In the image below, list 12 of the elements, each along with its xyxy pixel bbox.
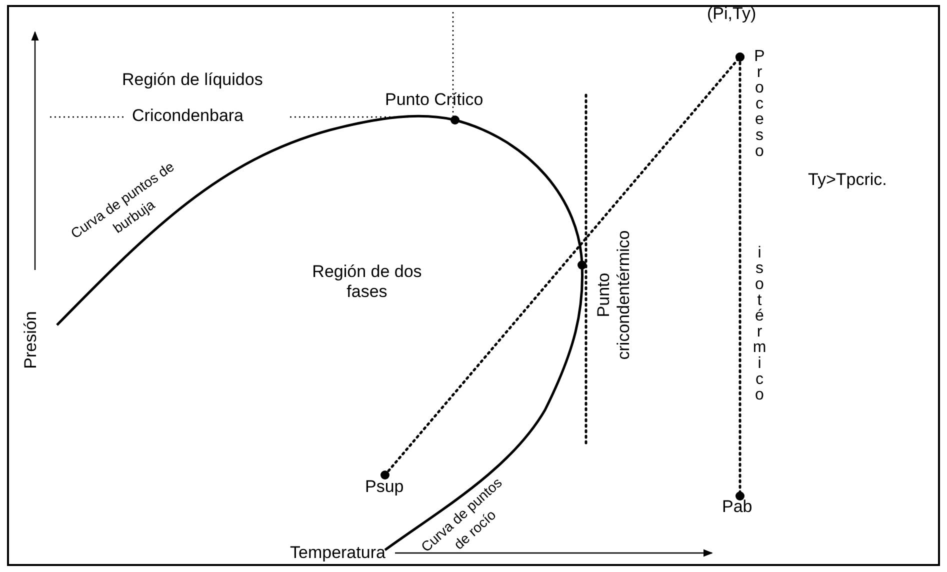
- point-label: Punto Crítico: [385, 90, 484, 110]
- axis-label: Temperatura: [290, 543, 386, 563]
- region-label: Región de dos fases: [311, 262, 423, 302]
- condition-label: Ty>Tpcric.: [808, 170, 887, 190]
- point-label: Punto cricondentérmico: [594, 229, 634, 362]
- point-label: Psup: [365, 477, 404, 497]
- dotted-line: [736, 52, 744, 500]
- axis-label: Presión: [21, 310, 41, 371]
- point-label: (Pi,Ty): [707, 4, 756, 24]
- point-label: Pab: [722, 497, 752, 517]
- region-label: Región de líquidos: [122, 70, 263, 90]
- line-label: Cricondenbara: [132, 106, 244, 126]
